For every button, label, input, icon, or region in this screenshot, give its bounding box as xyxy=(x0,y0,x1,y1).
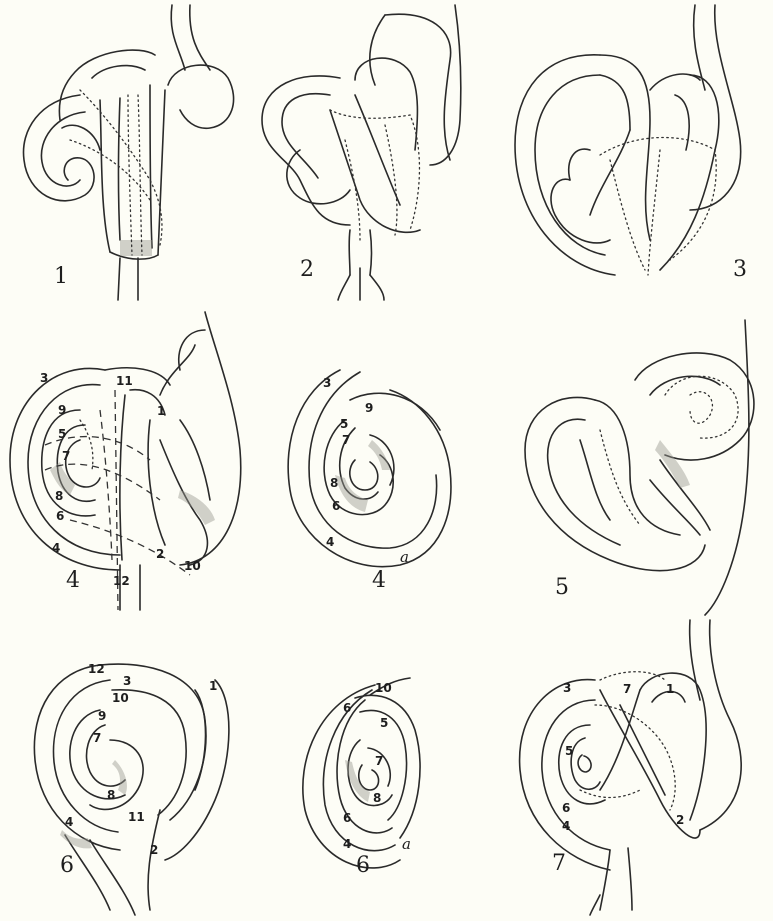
figure-4a-sublabel: a xyxy=(400,548,409,566)
figure-4-drawing: 3 11 9 1 5 7 8 6 4 2 10 12 4 xyxy=(10,312,241,610)
figure-6a-drawing: 10 6 5 7 8 6 4 6 a xyxy=(303,678,420,878)
figure-6a-num-6-bottom: 6 xyxy=(343,811,351,825)
figure-7-drawing: 3 7 1 5 6 4 2 7 xyxy=(520,620,742,915)
figure-4a-num-7: 7 xyxy=(342,433,350,447)
figure-3-label: 3 xyxy=(733,257,747,282)
figure-7-num-1: 1 xyxy=(666,682,674,696)
figure-4-num-6: 6 xyxy=(56,509,64,523)
figure-6-num-10: 10 xyxy=(112,691,129,705)
figure-6-num-3: 3 xyxy=(123,674,131,688)
figure-7-num-7: 7 xyxy=(623,682,631,696)
figure-4a-num-8: 8 xyxy=(330,476,338,490)
figure-6-drawing: 12 3 10 9 1 7 8 4 11 2 6 xyxy=(34,662,229,915)
figure-6a-num-10: 10 xyxy=(375,681,392,695)
figure-7-num-5: 5 xyxy=(565,744,573,758)
figure-1-drawing: 1 xyxy=(23,5,233,300)
figure-4a-drawing: 3 9 5 7 8 6 4 4 a xyxy=(288,370,451,593)
figure-7-label: 7 xyxy=(552,851,566,876)
figure-6a-num-5: 5 xyxy=(380,716,388,730)
figure-4-num-11: 11 xyxy=(116,374,133,388)
figure-4-num-2: 2 xyxy=(156,547,164,561)
figure-4-num-12: 12 xyxy=(113,574,130,588)
figure-6a-num-8: 8 xyxy=(373,791,381,805)
figure-4-num-9: 9 xyxy=(58,403,66,417)
figure-6-label: 6 xyxy=(60,853,74,878)
figure-6a-sublabel: a xyxy=(402,835,411,853)
figure-6a-num-4: 4 xyxy=(343,837,351,851)
figure-4-num-3: 3 xyxy=(40,371,48,385)
figure-1-label: 1 xyxy=(54,264,68,289)
figure-4-num-4: 4 xyxy=(52,541,60,555)
figure-6-num-8: 8 xyxy=(107,788,115,802)
figure-4-num-5: 5 xyxy=(58,427,66,441)
figure-2-drawing: 2 xyxy=(262,5,461,300)
figure-6-num-11: 11 xyxy=(128,810,145,824)
figure-5-drawing: 5 xyxy=(525,320,754,615)
figure-6-num-7: 7 xyxy=(93,731,101,745)
figure-4-num-7: 7 xyxy=(62,449,70,463)
figure-4a-label: 4 xyxy=(372,568,386,593)
figure-4-label: 4 xyxy=(66,568,80,593)
figure-4a-num-5: 5 xyxy=(340,417,348,431)
figure-4a-num-9: 9 xyxy=(365,401,373,415)
figure-4a-num-3: 3 xyxy=(323,376,331,390)
figure-6-num-12: 12 xyxy=(88,662,105,676)
figure-7-num-3: 3 xyxy=(563,681,571,695)
figure-7-num-2: 2 xyxy=(676,813,684,827)
figure-4a-num-6: 6 xyxy=(332,499,340,513)
figure-6-num-1: 1 xyxy=(209,679,217,693)
figure-7-num-6: 6 xyxy=(562,801,570,815)
figure-6a-label: 6 xyxy=(356,853,370,878)
figure-6-num-2: 2 xyxy=(150,843,158,857)
figure-5-label: 5 xyxy=(555,575,569,600)
figure-6a-num-6-top: 6 xyxy=(343,701,351,715)
figure-4-num-1: 1 xyxy=(157,404,165,418)
figure-4a-num-4: 4 xyxy=(326,535,334,549)
figure-4-num-10: 10 xyxy=(184,559,201,573)
figure-3-drawing: 3 xyxy=(515,5,747,282)
figure-6-num-9: 9 xyxy=(98,709,106,723)
figure-4-num-8: 8 xyxy=(55,489,63,503)
figure-2-label: 2 xyxy=(300,257,314,282)
figure-6-num-4: 4 xyxy=(65,815,73,829)
figure-6a-num-7: 7 xyxy=(375,754,383,768)
figure-7-num-4: 4 xyxy=(562,819,570,833)
